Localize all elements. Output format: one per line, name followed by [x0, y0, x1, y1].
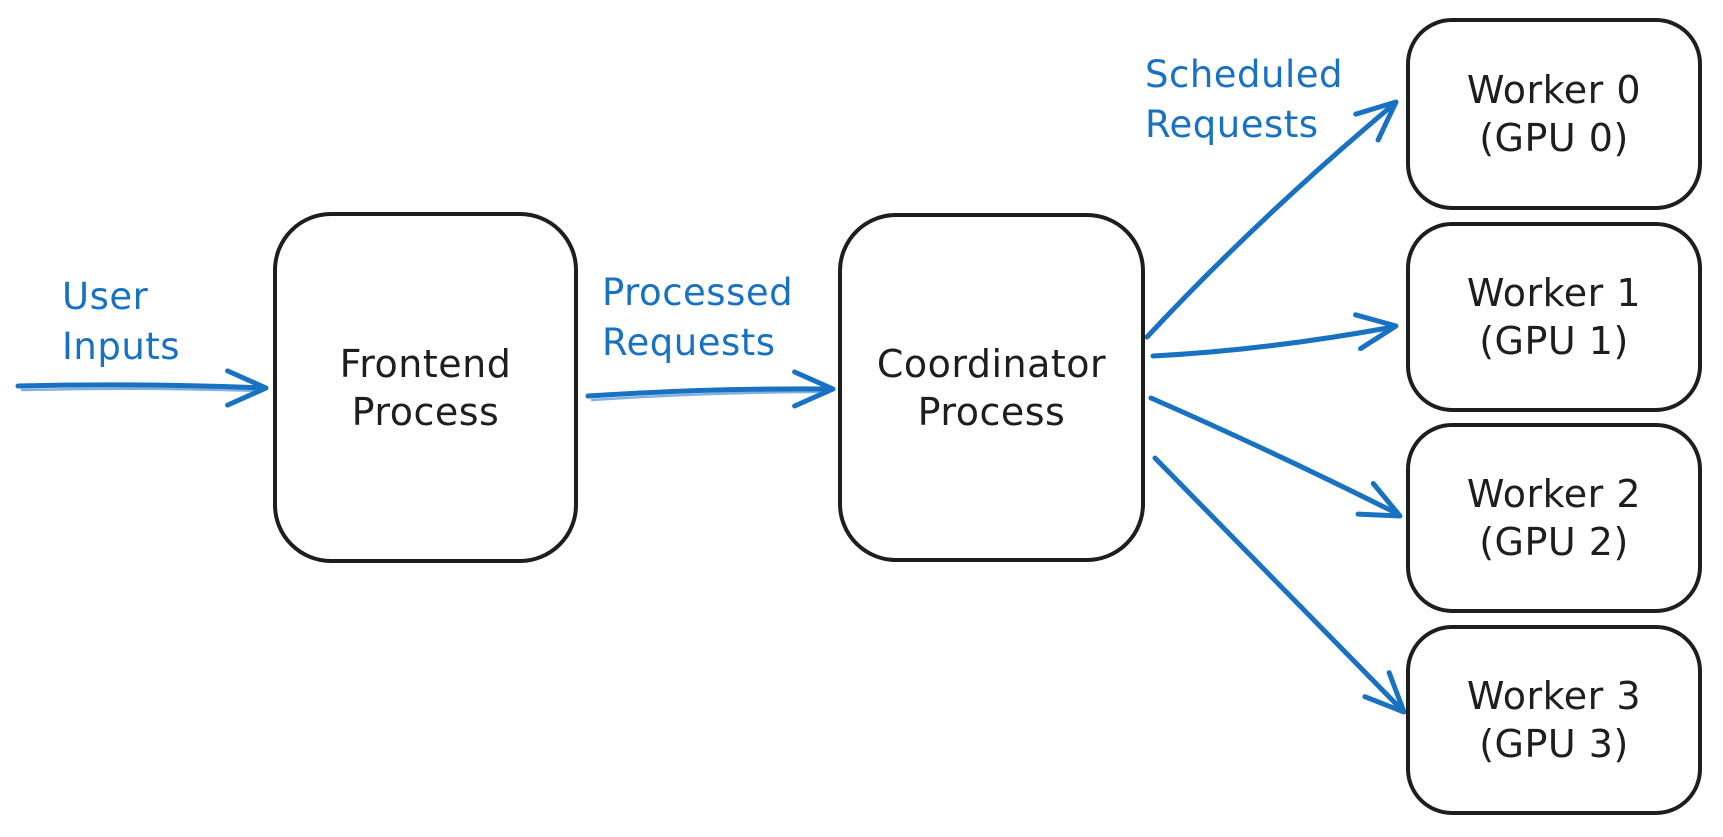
arrow-processed-requests — [585, 369, 836, 409]
scheduled-requests-label: Scheduled Requests — [1145, 50, 1343, 150]
worker-3-line1: Worker 3 — [1466, 674, 1642, 718]
worker-0-node: Worker 0 (GPU 0) — [1406, 18, 1702, 210]
arrow-processed-requests-shaft-overdraw — [590, 390, 826, 402]
coordinator-process-line1: Coordinator — [876, 341, 1107, 386]
arrow-processed-requests-shaft — [585, 386, 834, 399]
worker-0-line1: Worker 0 — [1466, 68, 1642, 112]
worker-3-line2: (GPU 3) — [1479, 722, 1629, 766]
processed-requests-line2: Requests — [602, 321, 776, 364]
worker-0-line2: (GPU 0) — [1479, 116, 1629, 160]
user-inputs-label: User Inputs — [62, 272, 180, 372]
user-inputs-line2: Inputs — [62, 325, 181, 368]
arrow-scheduled-worker-2 — [1148, 395, 1403, 519]
scheduled-requests-line1: Scheduled — [1145, 53, 1344, 96]
arrow-worker-2-shaft — [1148, 395, 1401, 517]
frontend-process-label: Frontend Process — [340, 340, 512, 436]
worker-2-line1: Worker 2 — [1466, 472, 1642, 516]
worker-2-node: Worker 2 (GPU 2) — [1406, 423, 1702, 613]
worker-0-label: Worker 0 (GPU 0) — [1467, 66, 1641, 162]
arrow-worker-2-head — [1355, 481, 1403, 519]
arrow-worker-3-head — [1362, 670, 1407, 715]
frontend-process-line1: Frontend — [339, 341, 512, 386]
frontend-process-node: Frontend Process — [273, 212, 578, 563]
worker-2-label: Worker 2 (GPU 2) — [1467, 470, 1641, 566]
coordinator-process-node: Coordinator Process — [838, 213, 1145, 562]
coordinator-process-label: Coordinator Process — [877, 340, 1106, 436]
worker-3-label: Worker 3 (GPU 3) — [1467, 672, 1641, 768]
arrow-worker-1-shaft — [1150, 324, 1396, 359]
scheduled-requests-line2: Requests — [1145, 103, 1319, 146]
user-inputs-line1: User — [62, 275, 149, 318]
frontend-process-line2: Process — [351, 389, 500, 434]
arrow-user-inputs-shaft — [15, 382, 267, 391]
arrow-worker-1-head — [1353, 312, 1399, 352]
worker-2-line2: (GPU 2) — [1479, 520, 1629, 564]
arrow-user-inputs-head — [225, 368, 269, 408]
arrow-scheduled-worker-1 — [1150, 312, 1399, 359]
arrow-processed-requests-head — [792, 369, 836, 409]
arrow-user-inputs — [15, 368, 269, 408]
processed-requests-line1: Processed — [602, 271, 794, 314]
coordinator-process-line2: Process — [917, 389, 1066, 434]
arrow-worker-3-shaft — [1152, 455, 1405, 713]
worker-1-node: Worker 1 (GPU 1) — [1406, 222, 1702, 412]
arrow-scheduled-worker-3 — [1152, 455, 1407, 715]
processed-requests-label: Processed Requests — [602, 268, 793, 368]
arrow-user-inputs-shaft-overdraw — [20, 387, 260, 393]
arrow-worker-0-head — [1353, 99, 1399, 143]
worker-3-node: Worker 3 (GPU 3) — [1406, 625, 1702, 815]
worker-1-label: Worker 1 (GPU 1) — [1467, 269, 1641, 365]
worker-1-line1: Worker 1 — [1466, 271, 1642, 315]
worker-1-line2: (GPU 1) — [1479, 319, 1629, 363]
